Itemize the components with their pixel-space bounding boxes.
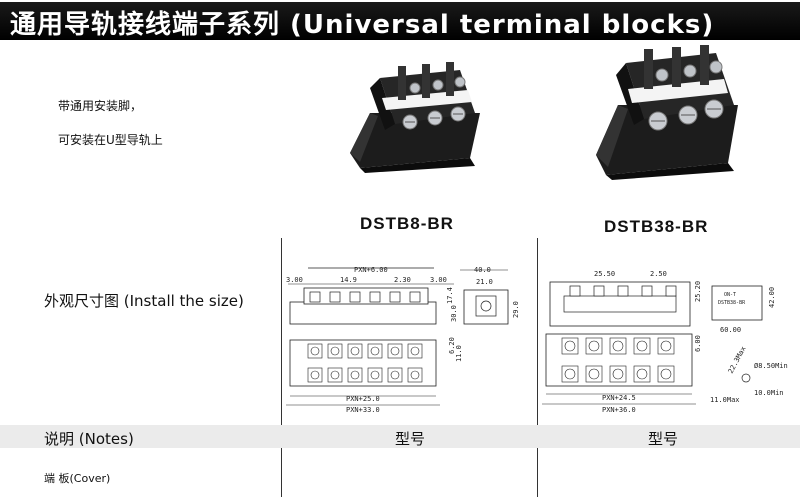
dim-side-width: 40.0 — [474, 266, 491, 274]
header-bar — [0, 2, 800, 40]
label-line-2: DSTB38-BR — [718, 300, 746, 306]
dim-pitch: 14.9 — [340, 276, 357, 284]
dim-side-h1: 17.4 — [446, 287, 454, 304]
dim-left-margin: 3.00 — [286, 276, 303, 284]
page-title: 通用导轨接线端子系列 (Universal terminal blocks) — [10, 10, 715, 40]
model-name-dstb8: DSTB8-BR — [360, 214, 454, 233]
dim-h-right: 6.00 — [694, 335, 702, 352]
product-photo-dstb38 — [596, 45, 738, 180]
feature-line-1: 带通用安装脚， — [58, 99, 143, 113]
dim-pxn-bottom-2: PXN+33.0 — [346, 406, 380, 414]
dim-pxn-bottom-2-38: PXN+36.0 — [602, 406, 636, 414]
dim-side-h2: 29.0 — [512, 301, 520, 318]
dim-hole: Ø8.50Min — [754, 362, 788, 370]
column-divider-left — [281, 238, 282, 497]
dim-side-width-38: 60.00 — [720, 326, 741, 334]
dim-pxn-top: PXN+6.00 — [354, 266, 388, 274]
label-line-1: ON-T — [724, 292, 736, 298]
dim-width-max: 11.0Max — [710, 396, 740, 404]
cover-label: 端 板(Cover) — [44, 472, 111, 485]
dim-pitch2: 2.50 — [650, 270, 667, 278]
dim-height2: 42.00 — [768, 287, 776, 308]
model-name-dstb38: DSTB38-BR — [604, 217, 709, 236]
column-divider-right — [537, 238, 538, 497]
dim-pxn-bottom-1: PXN+25.0 — [346, 395, 380, 403]
dim-side-inner: 21.0 — [476, 278, 493, 286]
notes-label: 说明 (Notes) — [44, 430, 134, 448]
type-label-dstb8: 型号 — [395, 430, 426, 448]
dimension-drawing-dstb38: 25.50 2.50 25.20 ON-T DSTB38-BR 42.00 60… — [542, 270, 788, 414]
dim-hole2: 10.0Min — [754, 389, 784, 397]
feature-line-2: 可安装在U型导轨上 — [58, 133, 163, 147]
type-label-dstb38: 型号 — [648, 430, 679, 448]
dim-pxn-bottom-1-38: PXN+24.5 — [602, 394, 636, 402]
dim-height1: 25.20 — [694, 281, 702, 302]
dim-bottom-h2: 11.0 — [455, 345, 463, 362]
dim-gap: 2.30 — [394, 276, 411, 284]
dim-pitch1: 25.50 — [594, 270, 615, 278]
dim-bottom-h1: 6.20 — [448, 337, 456, 354]
dimension-drawing-dstb8: PXN+6.00 3.00 14.9 2.30 3.00 40.0 21.0 1… — [286, 266, 520, 414]
dim-side-h3: 30.0 — [450, 305, 458, 322]
install-size-label: 外观尺寸图 (Install the size) — [44, 292, 244, 310]
product-photo-dstb8 — [350, 62, 480, 173]
dim-max-height: 22.3Max — [727, 345, 748, 375]
notes-band — [0, 425, 800, 448]
dim-right-margin: 3.00 — [430, 276, 447, 284]
page-header: 通用导轨接线端子系列 (Universal terminal blocks) — [0, 0, 800, 44]
